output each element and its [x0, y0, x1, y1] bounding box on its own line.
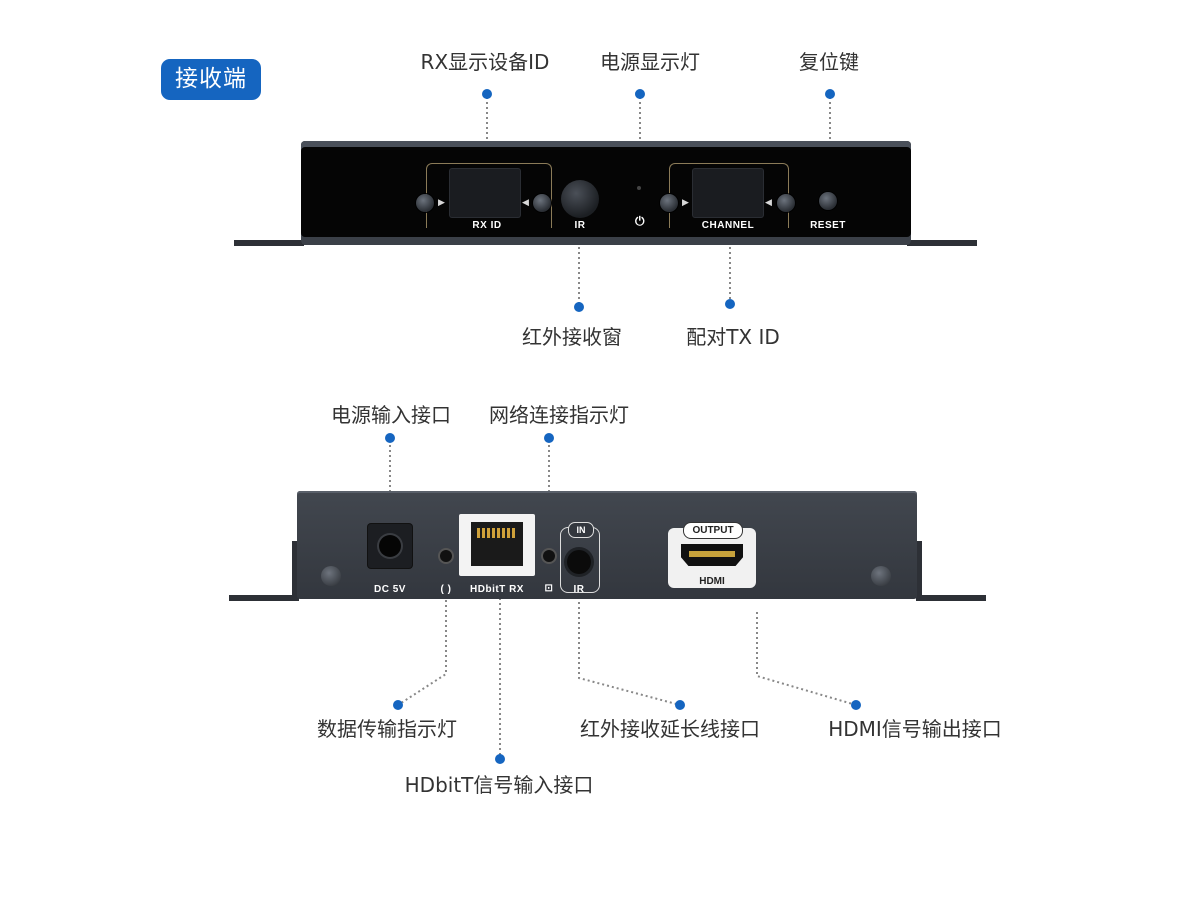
marker-dot [825, 89, 835, 99]
callout-power-input: 电源输入接口 [331, 403, 451, 427]
rx-id-right-button[interactable] [533, 194, 551, 212]
marker-dot [574, 302, 584, 312]
callout-data-indicator: 数据传输指示灯 [317, 717, 457, 741]
callout-reset-key: 复位键 [799, 50, 859, 74]
marker-dot [385, 433, 395, 443]
mounting-ear-left [234, 240, 304, 246]
screw-icon [871, 566, 891, 586]
leader-data-led [397, 600, 447, 706]
callout-rx-display-id: RX显示设备ID [420, 50, 550, 74]
callout-ir-receiver-window: 红外接收窗 [522, 325, 622, 349]
marker-dot [544, 433, 554, 443]
reset-button[interactable] [819, 192, 837, 210]
marker-dot [393, 700, 403, 710]
ir-rear-label: IR [573, 584, 585, 595]
right-arrow-icon: ▶ [682, 198, 689, 208]
mounting-ear-right [907, 240, 977, 246]
marker-dot [725, 299, 735, 309]
section-badge: 接收端 [161, 59, 261, 100]
right-arrow-icon: ▶ [438, 198, 445, 208]
dc-label: DC 5V [374, 584, 406, 595]
channel-display [693, 169, 763, 217]
ir-in-tag: IN [568, 522, 594, 538]
power-icon: ⏻ [635, 214, 645, 228]
marker-dot [675, 700, 685, 710]
callout-pair-tx-id: 配对TX ID [686, 325, 780, 349]
marker-dot [851, 700, 861, 710]
left-arrow-icon: ◀ [522, 198, 529, 208]
network-icon: ⊡ [544, 583, 554, 594]
callout-power-indicator: 电源显示灯 [600, 50, 700, 74]
mounting-ear-left [229, 595, 299, 601]
channel-label: CHANNEL [701, 220, 755, 231]
network-led [543, 550, 555, 562]
mounting-ear-right [916, 595, 986, 601]
rx-id-left-button[interactable] [416, 194, 434, 212]
rj45-pins [477, 528, 517, 538]
ir-extension-jack[interactable] [567, 550, 591, 574]
hdmi-label: HDMI [699, 576, 725, 587]
data-icon: ( ) [440, 584, 452, 595]
channel-left-button[interactable] [660, 194, 678, 212]
left-arrow-icon: ◀ [765, 198, 772, 208]
reset-label: RESET [810, 220, 846, 231]
rx-id-label: RX ID [472, 220, 502, 231]
leader-ir-ext [578, 592, 681, 706]
mounting-ear-left-vertical [292, 541, 298, 599]
callout-hdbitt-input: HDbitT信号输入接口 [404, 773, 594, 797]
callout-network-indicator: 网络连接指示灯 [489, 403, 629, 427]
ir-window [561, 180, 599, 218]
marker-dot [635, 89, 645, 99]
hdmi-output-port[interactable] [681, 544, 743, 566]
marker-dot [495, 754, 505, 764]
output-tag: OUTPUT [683, 522, 743, 539]
front-panel [301, 141, 911, 245]
leader-hdmi [756, 612, 857, 706]
callout-hdmi-output: HDMI信号输出接口 [828, 717, 1002, 741]
rx-id-display [450, 169, 520, 217]
screw-icon [321, 566, 341, 586]
marker-dot [482, 89, 492, 99]
dc-power-jack[interactable] [368, 524, 412, 568]
hdbit-label: HDbitT RX [470, 584, 524, 595]
power-led [637, 186, 641, 190]
mounting-ear-right-vertical [916, 541, 922, 599]
channel-right-button[interactable] [777, 194, 795, 212]
callout-ir-extension: 红外接收延长线接口 [580, 717, 760, 741]
ir-label: IR [574, 220, 586, 231]
rj45-port[interactable] [459, 514, 535, 576]
data-led [440, 550, 452, 562]
